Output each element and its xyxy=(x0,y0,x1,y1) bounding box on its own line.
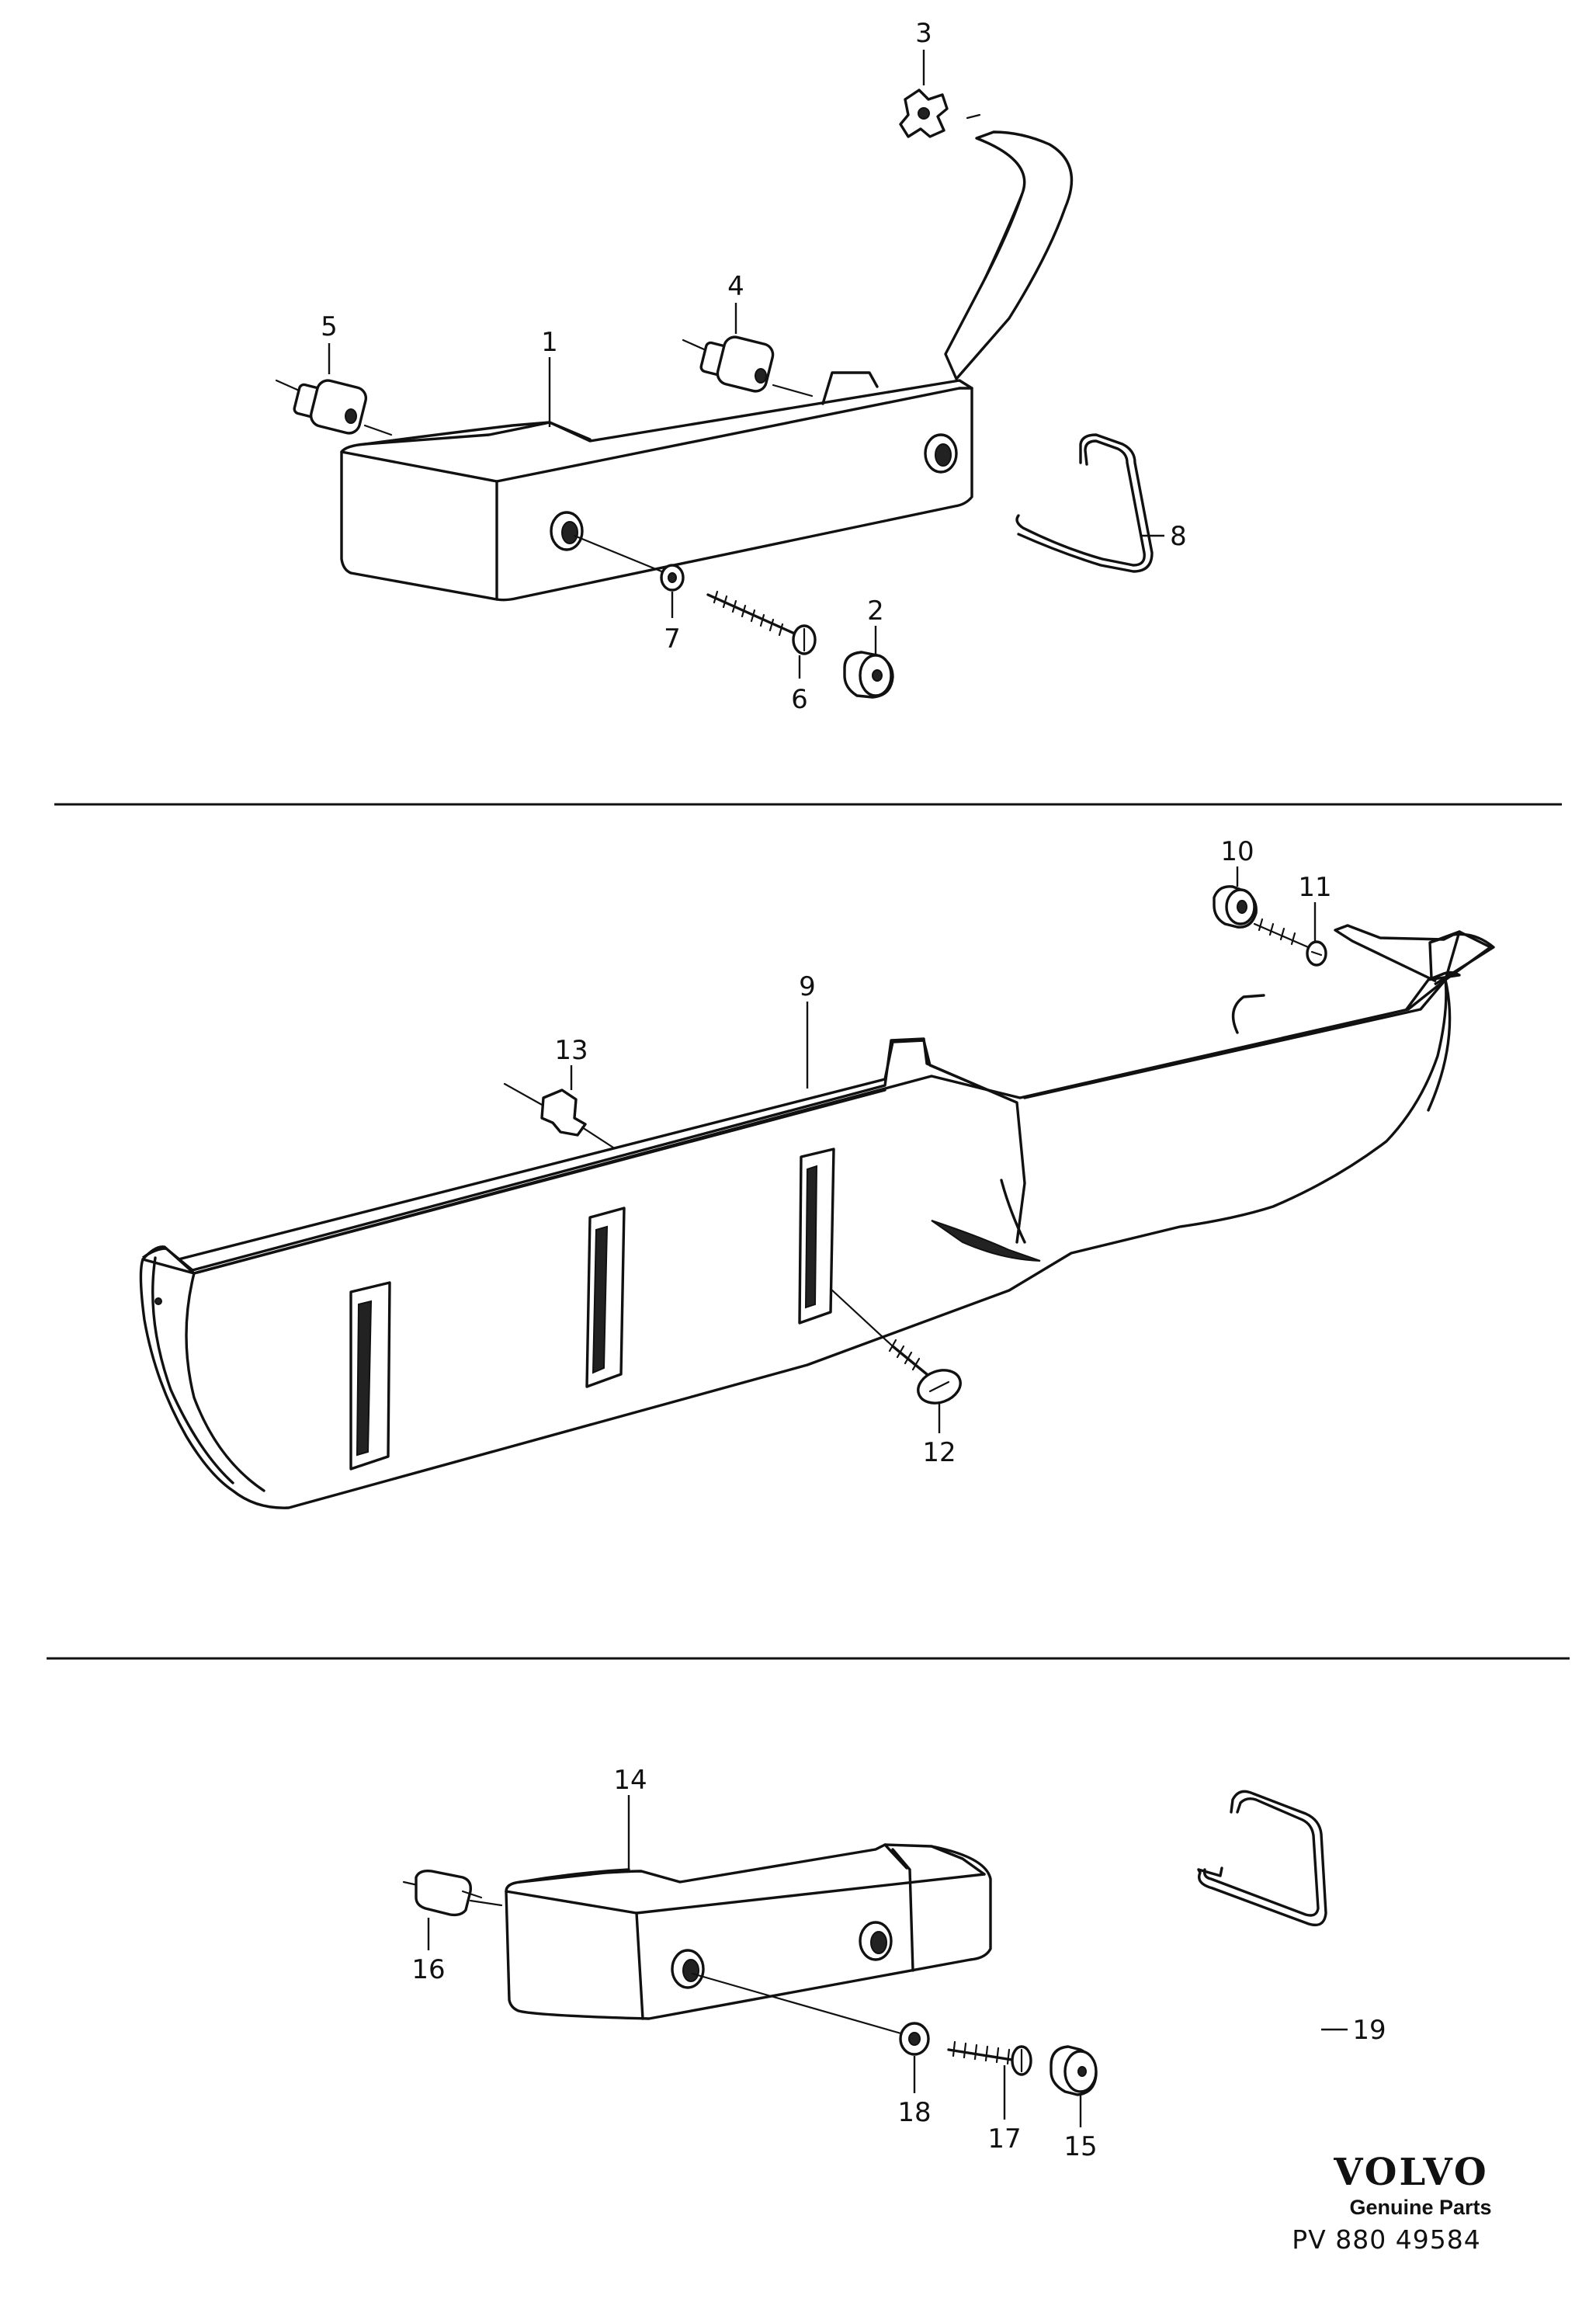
screw-17 xyxy=(947,2040,1032,2076)
cap-15 xyxy=(1050,2045,1098,2096)
callout-16: 16 xyxy=(411,1954,445,1985)
section-middle: 9 13 12 10 11 xyxy=(139,836,1495,1509)
callout-12: 12 xyxy=(922,1437,956,1468)
volvo-logo: VOLVO xyxy=(1333,2151,1488,2194)
star-clip-3 xyxy=(899,89,981,138)
screw-12 xyxy=(829,1287,962,1405)
callout-4: 4 xyxy=(727,271,744,302)
callout-5: 5 xyxy=(321,311,338,342)
cover-slot-left xyxy=(349,1281,391,1471)
section-bottom: 14 16 18 17 15 19 xyxy=(402,1765,1386,2162)
callout-17: 17 xyxy=(987,2123,1021,2155)
clip-16 xyxy=(402,1869,503,1917)
callout-8: 8 xyxy=(1170,521,1187,552)
nut-10 xyxy=(1213,885,1258,929)
rubber-buffer-5 xyxy=(275,379,393,436)
callout-3: 3 xyxy=(915,18,932,49)
reference-number: PV 880 49584 xyxy=(1292,2224,1480,2255)
callout-10: 10 xyxy=(1220,836,1254,867)
callout-1: 1 xyxy=(541,327,558,358)
rubber-buffer-4 xyxy=(682,335,814,398)
screw-6 xyxy=(706,590,817,655)
bumper-bracket-arm xyxy=(944,130,1074,380)
callout-15: 15 xyxy=(1063,2131,1097,2162)
callout-19: 19 xyxy=(1352,2015,1386,2046)
washer-18 xyxy=(899,2022,930,2056)
callout-11: 11 xyxy=(1298,872,1331,903)
retaining-clip-19 xyxy=(1197,1790,1327,1927)
bumper-bar-front xyxy=(340,379,973,602)
callout-13: 13 xyxy=(554,1035,588,1066)
cover-slot-right xyxy=(798,1148,835,1325)
screw-11 xyxy=(1253,918,1327,967)
callout-9: 9 xyxy=(799,971,816,1002)
cap-2 xyxy=(843,651,894,699)
callout-2: 2 xyxy=(867,596,884,627)
callout-14: 14 xyxy=(613,1765,647,1796)
callout-18: 18 xyxy=(897,2097,931,2128)
section-top: 5 4 1 3 8 7 6 2 xyxy=(275,18,1187,715)
retaining-clip-8 xyxy=(1015,433,1154,573)
clip-13 xyxy=(503,1082,615,1149)
cover-slot-middle xyxy=(585,1207,626,1388)
genuine-parts-label: Genuine Parts xyxy=(1349,2196,1491,2219)
bumper-bar-14 xyxy=(505,1843,992,2020)
callout-7: 7 xyxy=(664,623,681,655)
washer-7 xyxy=(660,564,685,592)
bumper-cover-9 xyxy=(141,924,1495,1272)
callout-6: 6 xyxy=(791,684,808,715)
footer: VOLVO Genuine Parts PV 880 49584 xyxy=(1292,2151,1491,2255)
